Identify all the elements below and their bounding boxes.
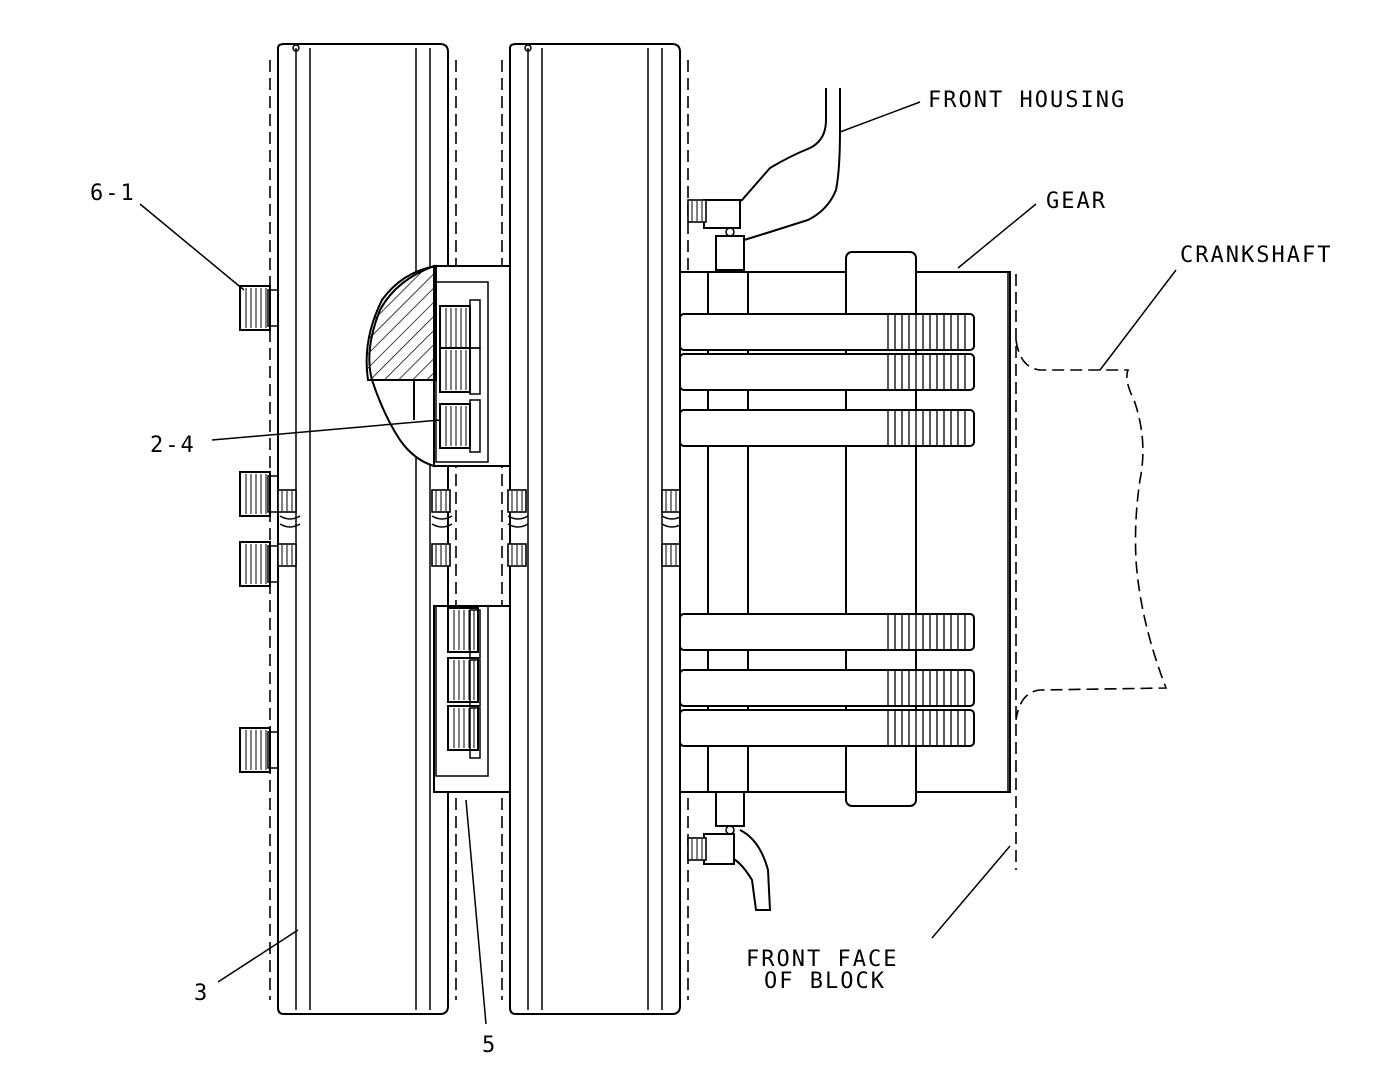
leader-lines bbox=[139, 101, 1177, 1025]
outer-bolts bbox=[239, 285, 279, 773]
crankshaft-bolts bbox=[679, 313, 975, 747]
label-crankshaft: CRANKSHAFT bbox=[1180, 243, 1332, 268]
label-gear: GEAR bbox=[1046, 189, 1107, 214]
callout-3: 3 bbox=[194, 981, 209, 1006]
label-front-face-line2: OF BLOCK bbox=[764, 969, 886, 994]
label-front-face-line1: FRONT FACE bbox=[746, 947, 898, 972]
label-front-housing: FRONT HOUSING bbox=[928, 88, 1126, 113]
callout-2-4: 2-4 bbox=[150, 433, 196, 458]
crankshaft bbox=[1015, 339, 1168, 721]
cutaway-section bbox=[365, 264, 437, 468]
callout-5: 5 bbox=[482, 1033, 497, 1058]
left-damper-disc bbox=[269, 43, 449, 1015]
adapter-bolts-upper bbox=[439, 299, 481, 453]
center-nuts bbox=[277, 489, 683, 567]
right-damper-disc bbox=[455, 43, 689, 1015]
adapter-bolts-lower bbox=[447, 607, 481, 759]
callout-6-1: 6-1 bbox=[90, 181, 136, 206]
